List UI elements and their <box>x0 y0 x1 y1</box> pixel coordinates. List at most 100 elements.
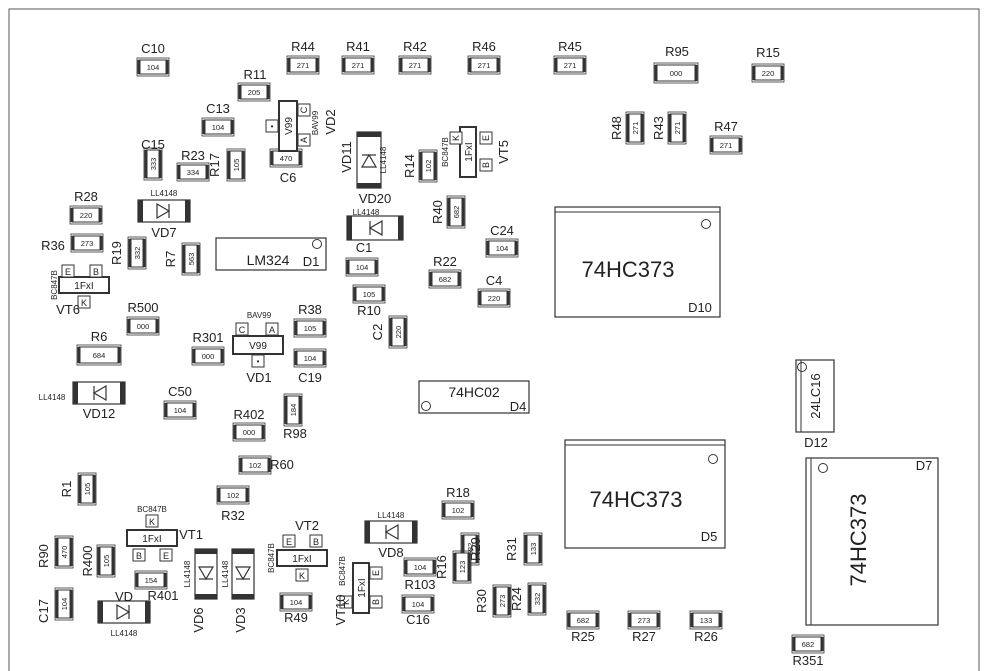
ref-designator: VD7 <box>151 225 176 240</box>
pin-label: E <box>371 570 381 576</box>
chip-value: 563 <box>187 253 196 266</box>
chip-value: 000 <box>243 428 256 437</box>
ic-d1: LM324 D1 <box>215 237 327 271</box>
pin-marker: • <box>257 357 260 366</box>
part-number: BC847B <box>50 270 59 300</box>
chip-value: 102 <box>227 491 240 500</box>
chip-value: 133 <box>700 616 713 625</box>
chip-value: 104 <box>174 406 187 415</box>
chip-value: 000 <box>202 352 215 361</box>
ic-part: LM324 <box>247 252 290 268</box>
ref-designator: R60 <box>270 457 294 472</box>
ref-designator: C10 <box>141 41 165 56</box>
pin-label: C <box>299 106 309 113</box>
ref-designator: R401 <box>147 588 178 603</box>
ic-part: 74HC373 <box>590 487 683 512</box>
part-number: LL4148 <box>111 629 138 638</box>
ref-designator: R25 <box>571 629 595 644</box>
ref-designator: C24 <box>490 223 514 238</box>
ref-designator: R11 <box>244 67 267 82</box>
ref-designator: C13 <box>206 101 230 116</box>
chip-value: 273 <box>81 239 94 248</box>
ref-designator: R32 <box>221 508 245 523</box>
part-number: LL4148 <box>221 560 230 587</box>
ref-designator: R1 <box>59 481 74 498</box>
chip-value: 105 <box>304 324 317 333</box>
marking: V99 <box>249 341 267 352</box>
ref-designator: VD11 <box>339 141 354 173</box>
pin-label: C <box>239 325 246 335</box>
ref-designator: D1 <box>303 254 320 269</box>
ref-designator: R400 <box>80 545 95 576</box>
ref-designator: C6 <box>280 170 297 185</box>
pin-label: E <box>481 135 491 141</box>
chip-value: 333 <box>149 158 158 171</box>
ref-designator: R351 <box>792 653 823 668</box>
pin-label: B <box>136 551 142 561</box>
pin-label: K <box>451 135 461 141</box>
ref-designator: D5 <box>701 529 718 544</box>
pin-label: K <box>149 517 155 527</box>
chip-value: 273 <box>638 616 651 625</box>
chip-value: 102 <box>452 506 465 515</box>
pin-label: B <box>481 162 491 168</box>
chip-c10: 104 C10 <box>136 41 170 77</box>
chip-value: 271 <box>297 61 310 70</box>
ref-designator: R14 <box>402 154 417 178</box>
marking: 1FxI <box>142 534 161 545</box>
ref-designator: R29 <box>468 537 483 561</box>
chip-value: 105 <box>102 555 111 568</box>
ref-designator: R95 <box>665 44 689 59</box>
ref-designator: R49 <box>284 610 308 625</box>
chip-value: 220 <box>394 326 403 339</box>
chip-value: 220 <box>80 211 93 220</box>
ref-designator: R41 <box>346 39 370 54</box>
ref-designator: R42 <box>403 39 427 54</box>
pin-label: K <box>81 298 87 308</box>
ref-designator: VD20 <box>359 191 392 206</box>
chip-value: 682 <box>452 206 461 219</box>
chip-value: 104 <box>147 63 160 72</box>
ref-designator: D7 <box>916 458 933 473</box>
ref-designator: R6 <box>91 329 108 344</box>
ref-designator: D10 <box>688 300 712 315</box>
part-number: BC847B <box>137 505 167 514</box>
ref-designator: R43 <box>651 116 666 140</box>
ref-designator: R48 <box>609 116 624 140</box>
ref-designator: C4 <box>486 273 503 288</box>
ref-designator: VD1 <box>246 370 271 385</box>
chip-value: 271 <box>673 122 682 135</box>
marking: 1FxI <box>74 281 93 292</box>
ref-designator: VD6 <box>191 607 206 632</box>
chip-value: 000 <box>137 322 150 331</box>
